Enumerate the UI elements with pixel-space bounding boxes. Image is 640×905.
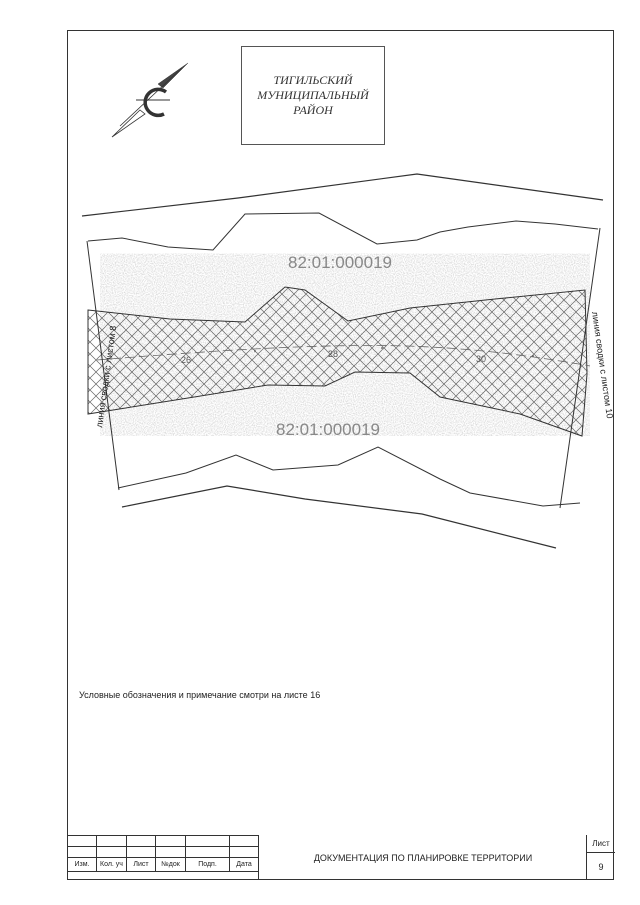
join-line-left [86, 240, 120, 491]
upper-inner-line [87, 212, 599, 251]
hatched-zone [87, 286, 588, 437]
stamp-col-change: Изм. [67, 857, 97, 872]
stamp-col-date: Дата [229, 857, 259, 872]
stamp-grid: Изм. Кол. уч Лист №док Подп. Дата [67, 835, 259, 872]
document-title: ДОКУМЕНТАЦИЯ ПО ПЛАНИРОВКЕ ТЕРРИТОРИИ [258, 835, 587, 880]
district-title: ТИГИЛЬСКИЙ МУНИЦИПАЛЬНЫЙ РАЙОН [257, 73, 369, 117]
stamp-col-sheet: Лист [126, 857, 156, 872]
stamp-col-docnum: №док [155, 857, 186, 872]
legend-note: Условные обозначения и примечание смотри… [79, 690, 321, 700]
title-stamp: Изм. Кол. уч Лист №док Подп. Дата ДОКУМЕ… [67, 835, 615, 880]
lower-outer-line [121, 485, 557, 549]
cadastral-label-top: 82:01:000019 [288, 253, 392, 272]
lower-inner-line [117, 446, 581, 507]
sheet-number-box: Лист 9 [586, 835, 615, 880]
route-axis [96, 345, 591, 367]
district-title-box: ТИГИЛЬСКИЙ МУНИЦИПАЛЬНЫЙ РАЙОН [241, 46, 385, 145]
stamp-col-count: Кол. уч [96, 857, 127, 872]
stamp-col-signature: Подп. [185, 857, 230, 872]
cadastral-label-bottom: 82:01:000019 [276, 420, 380, 439]
join-label-right: линия сводки с листом 10 [590, 311, 615, 419]
north-arrow-icon [111, 62, 189, 138]
picket-label: 28 [328, 349, 338, 359]
picket-label: 30 [476, 354, 486, 364]
sheet-label: Лист [587, 835, 615, 853]
picket-ticks [254, 347, 534, 357]
join-line-right [559, 227, 601, 509]
picket-label: 26 [181, 355, 191, 365]
sheet-number: 9 [598, 861, 604, 872]
upper-outer-line [81, 173, 604, 217]
drawing-frame [67, 30, 614, 880]
